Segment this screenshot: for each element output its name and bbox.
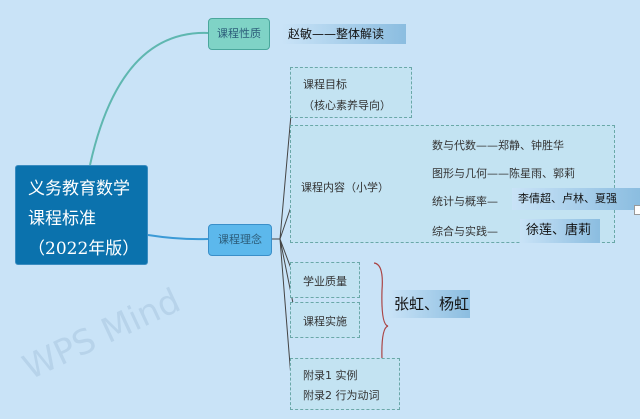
root-title-line2: 课程标准 — [28, 209, 96, 229]
content-item: 统计与概率— — [432, 193, 498, 209]
watermark: WPS Mind — [17, 281, 187, 388]
content-item: 数与代数——郑静、钟胜华 — [432, 137, 564, 153]
scroll-handle[interactable] — [634, 205, 640, 215]
content-topic: 综合与实践— — [432, 225, 498, 238]
content-people: 徐莲、唐莉 — [520, 219, 600, 243]
root-title-line1: 义务教育数学 — [28, 179, 130, 199]
content-people: 陈星雨、郭莉 — [509, 167, 575, 180]
quality-people: 张虹、杨虹 — [388, 290, 470, 318]
node-course-implementation[interactable]: 课程实施 — [290, 302, 360, 338]
node-course-nature[interactable]: 课程性质 — [208, 18, 270, 50]
nature-note: 赵敏——整体解读 — [282, 24, 406, 44]
content-item: 图形与几何——陈星雨、郭莉 — [432, 165, 575, 181]
node-course-goal[interactable]: 课程目标 （核心素养导向） — [290, 67, 412, 118]
root-node[interactable]: 义务教育数学 课程标准 （2022年版） — [15, 165, 148, 265]
content-topic: 图形与几何—— — [432, 167, 509, 180]
node-academic-quality[interactable]: 学业质量 — [290, 262, 360, 298]
content-item: 综合与实践— — [432, 223, 498, 239]
node-course-concept[interactable]: 课程理念 — [208, 224, 272, 256]
goal-line1: 课程目标 — [303, 78, 347, 91]
root-title-line3: （2022年版） — [28, 239, 140, 259]
goal-line2: （核心素养导向） — [303, 99, 391, 112]
implementation-label: 课程实施 — [303, 315, 347, 328]
content-topic: 统计与概率— — [432, 195, 498, 208]
appendix-line2: 附录2 行为动词 — [303, 389, 380, 402]
node-appendix[interactable]: 附录1 实例 附录2 行为动词 — [290, 358, 400, 410]
content-label: 课程内容（小学） — [301, 181, 389, 194]
content-people: 郑静、钟胜华 — [498, 139, 564, 152]
quality-label: 学业质量 — [303, 275, 347, 288]
content-topic: 数与代数—— — [432, 139, 498, 152]
content-people: 李倩超、卢林、夏强 — [512, 188, 640, 210]
appendix-line1: 附录1 实例 — [303, 369, 358, 382]
